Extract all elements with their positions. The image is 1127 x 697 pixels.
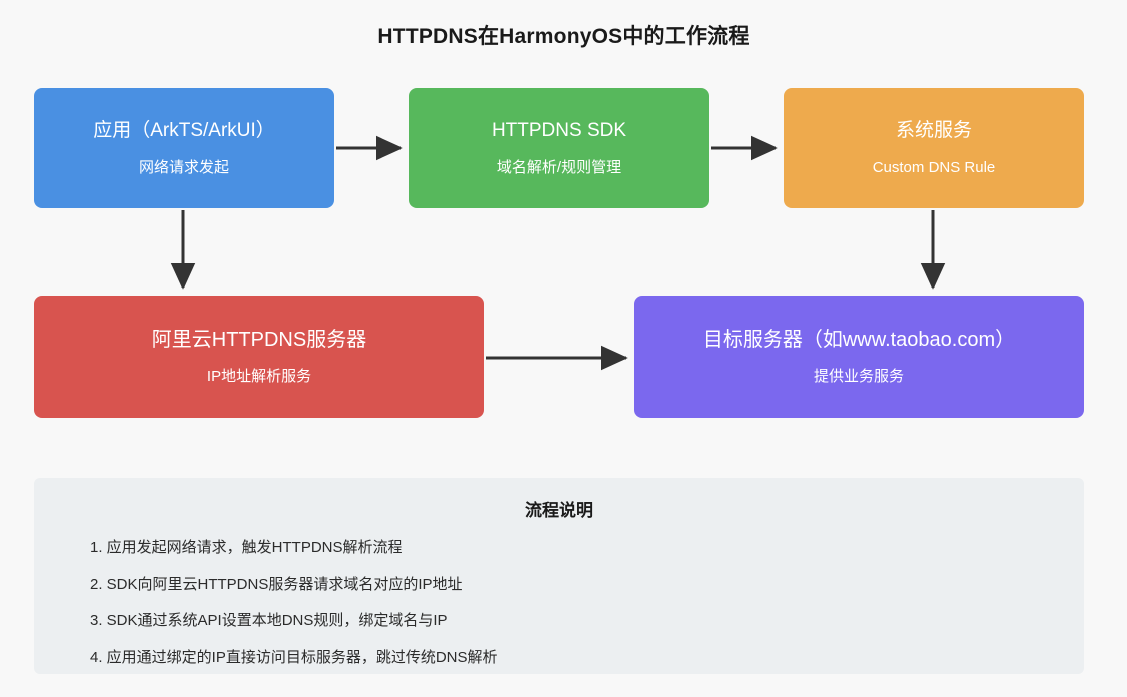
process-description-panel: 流程说明 1. 应用发起网络请求，触发HTTPDNS解析流程 2. SDK向阿里… bbox=[34, 478, 1084, 674]
node-application-subtitle: 网络请求发起 bbox=[138, 158, 229, 176]
process-step-4: 4. 应用通过绑定的IP直接访问目标服务器，跳过传统DNS解析 bbox=[90, 648, 498, 666]
node-target-server[interactable]: 目标服务器（如www.taobao.com） 提供业务服务 bbox=[634, 296, 1084, 418]
node-application[interactable]: 应用（ArkTS/ArkUI） 网络请求发起 bbox=[34, 88, 334, 208]
node-aliyun-httpdns-server-title: 阿里云HTTPDNS服务器 bbox=[151, 329, 367, 352]
process-step-1: 1. 应用发起网络请求，触发HTTPDNS解析流程 bbox=[90, 539, 403, 556]
node-aliyun-httpdns-server-subtitle: IP地址解析服务 bbox=[206, 368, 312, 386]
node-application-title: 应用（ArkTS/ArkUI） bbox=[93, 119, 275, 141]
node-target-server-title: 目标服务器（如www.taobao.com） bbox=[702, 329, 1016, 352]
node-system-service-subtitle: Custom DNS Rule bbox=[872, 158, 996, 176]
node-aliyun-httpdns-server[interactable]: 阿里云HTTPDNS服务器 IP地址解析服务 bbox=[34, 296, 484, 418]
node-system-service[interactable]: 系统服务 Custom DNS Rule bbox=[784, 88, 1084, 208]
page-title: HTTPDNS在HarmonyOS中的工作流程 bbox=[377, 25, 750, 48]
node-httpdns-sdk-title: HTTPDNS SDK bbox=[491, 119, 627, 141]
node-httpdns-sdk[interactable]: HTTPDNS SDK 域名解析/规则管理 bbox=[409, 88, 709, 208]
node-httpdns-sdk-subtitle: 域名解析/规则管理 bbox=[496, 158, 622, 176]
node-target-server-subtitle: 提供业务服务 bbox=[813, 368, 904, 386]
process-description-title: 流程说明 bbox=[525, 501, 593, 520]
process-step-3: 3. SDK通过系统API设置本地DNS规则，绑定域名与IP bbox=[90, 612, 448, 629]
process-step-2: 2. SDK向阿里云HTTPDNS服务器请求域名对应的IP地址 bbox=[90, 575, 463, 593]
node-system-service-title: 系统服务 bbox=[895, 119, 972, 141]
